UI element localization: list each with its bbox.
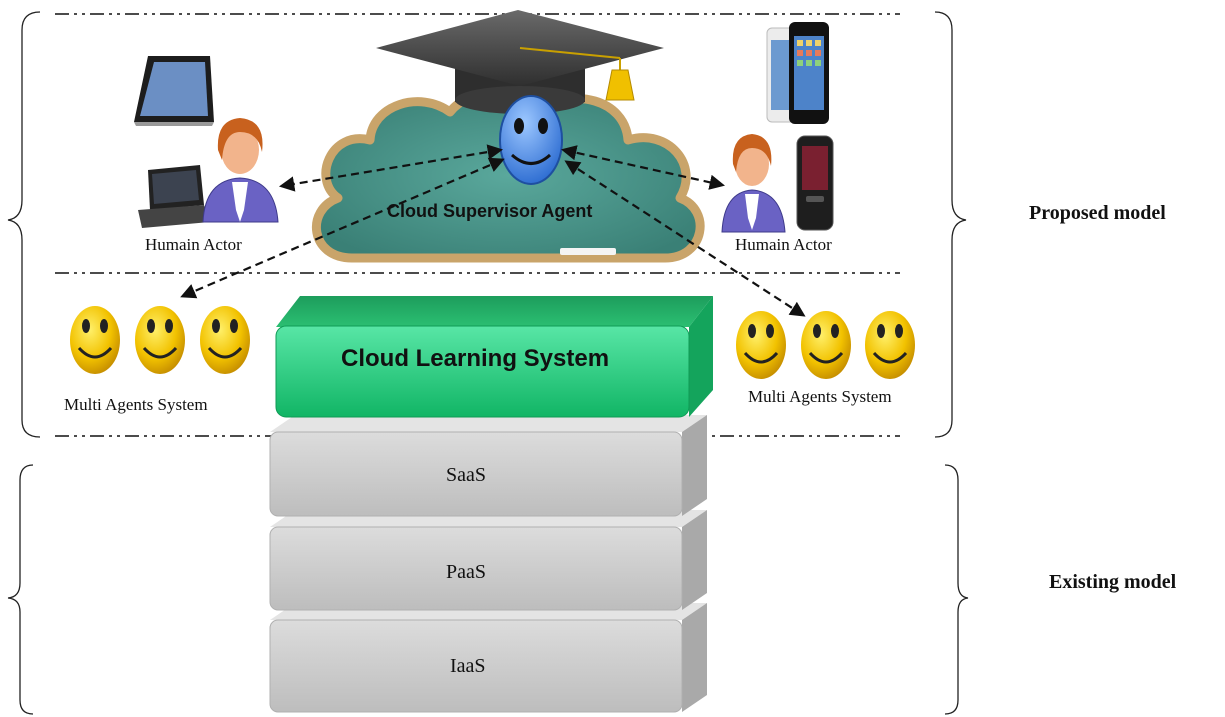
human-actor-right-label: Humain Actor <box>735 235 832 254</box>
smiley-icon <box>801 311 851 379</box>
laptop-icon <box>138 165 210 228</box>
smiley-group-right <box>736 311 915 379</box>
arrows <box>180 144 806 317</box>
brace-proposed-left <box>7 11 41 438</box>
smiley-icon <box>135 306 185 374</box>
person-icon-right <box>721 134 786 233</box>
arrow-supervisor-to-right-agents <box>564 160 806 317</box>
layer-label-iaas: IaaS <box>450 655 486 677</box>
smiley-group-left <box>70 306 250 374</box>
layer-label-paas: PaaS <box>446 561 486 583</box>
layer-label-saas: SaaS <box>446 464 486 486</box>
layer-slab-paas <box>269 510 707 611</box>
supervisor-agent-face-icon <box>499 95 563 185</box>
layer-stack <box>269 415 707 713</box>
smartphone-icon-top <box>766 22 829 124</box>
smiley-icon <box>736 311 786 379</box>
brace-existing-right <box>944 464 969 715</box>
smiley-icon <box>70 306 120 374</box>
layer-slab-saas <box>269 415 707 517</box>
cloud-supervisor-agent-label: Cloud Supervisor Agent <box>387 201 593 221</box>
tablet-icon <box>134 56 214 126</box>
human-actor-left-label: Humain Actor <box>145 235 242 254</box>
smiley-icon <box>865 311 915 379</box>
multi-agents-system-right-label: Multi Agents System <box>748 387 892 406</box>
brace-proposed-right <box>934 11 967 438</box>
smartphone-icon-bottom <box>796 135 834 231</box>
multi-agents-system-left-label: Multi Agents System <box>64 395 208 414</box>
layer-slab-iaas <box>269 603 707 713</box>
graduation-cap-icon <box>376 10 664 114</box>
brace-existing-left <box>7 464 34 715</box>
proposed-model-label: Proposed model <box>1029 202 1166 224</box>
existing-model-label: Existing model <box>1049 571 1177 593</box>
cloud-learning-system-label: Cloud Learning System <box>341 345 610 372</box>
person-icon-left <box>202 118 279 223</box>
smiley-icon <box>200 306 250 374</box>
arrow-supervisor-to-left-agents <box>180 157 505 299</box>
